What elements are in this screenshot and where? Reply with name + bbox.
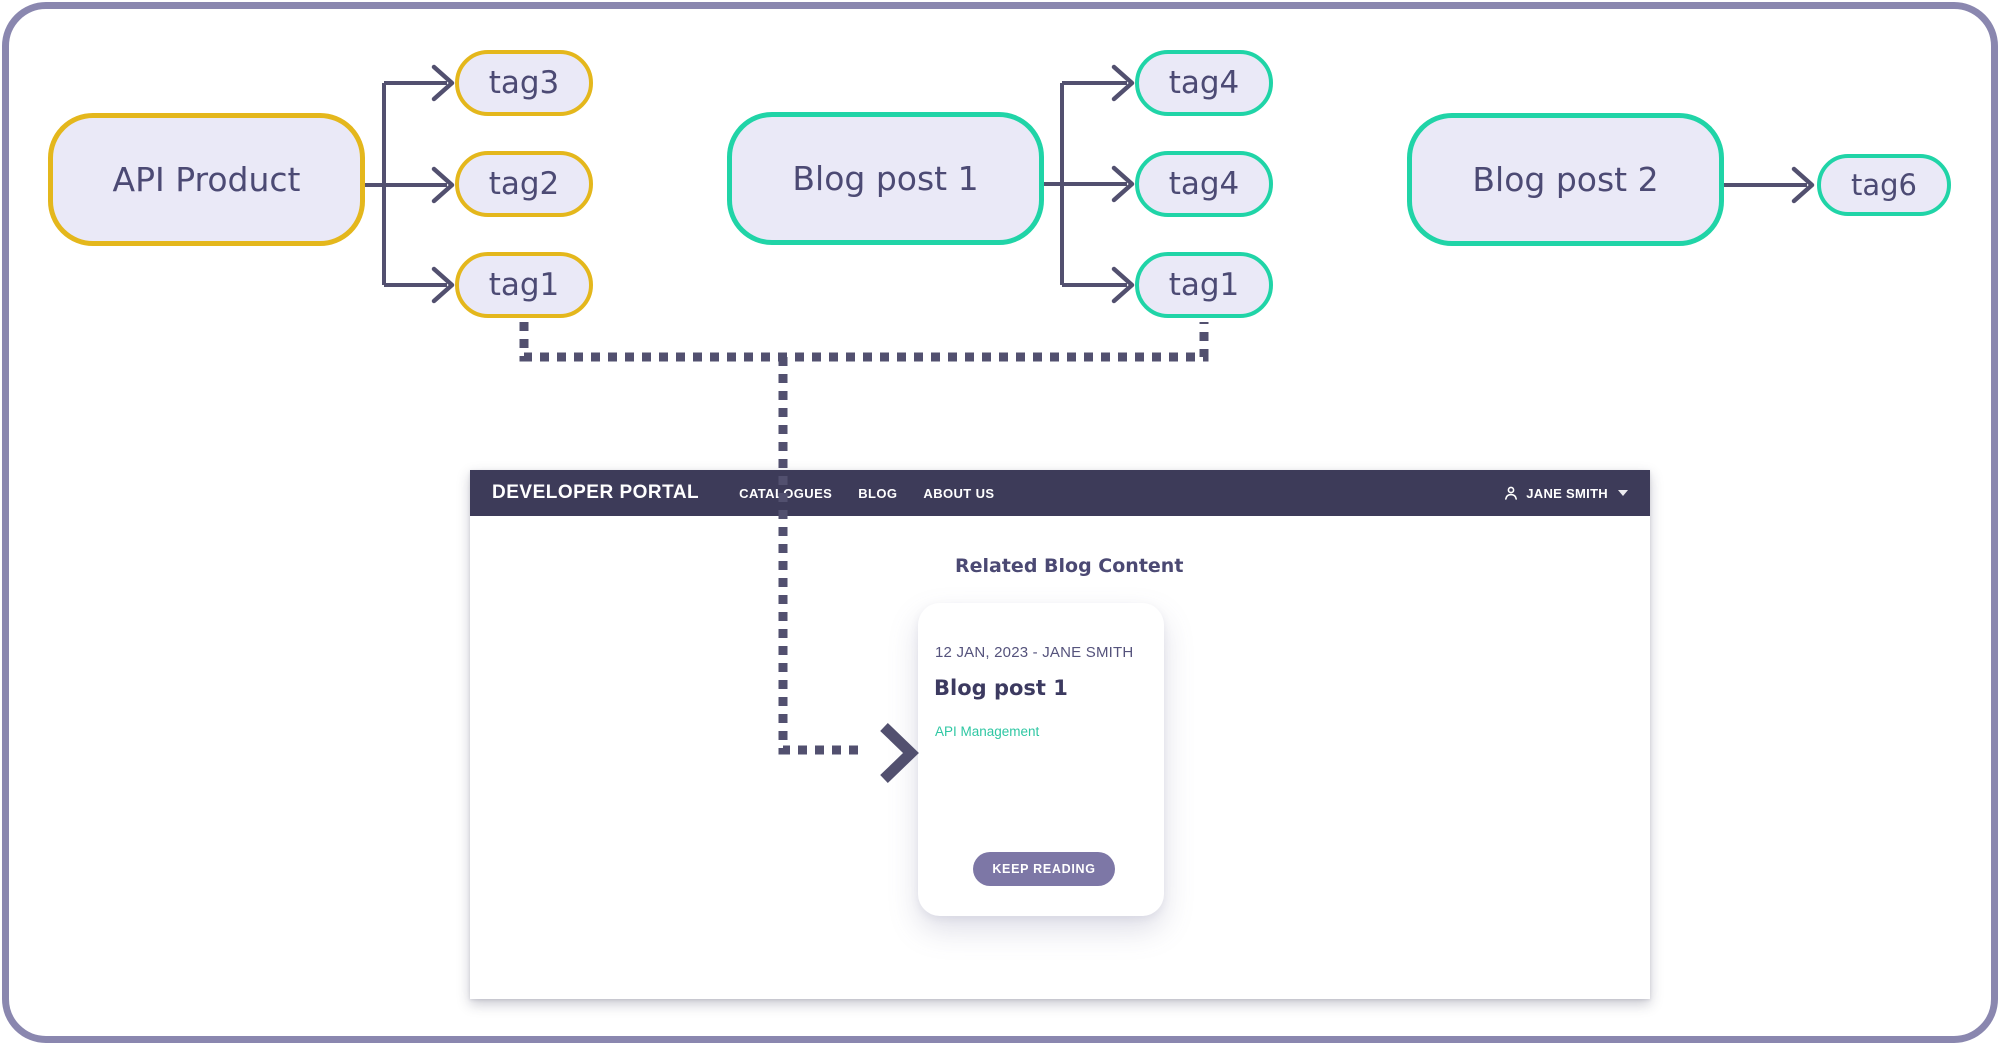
tag-label: tag6 [1850,168,1917,202]
node-blog-post-2: Blog post 2 [1407,113,1724,246]
solid-arrows-blog1 [1044,64,1135,304]
blog-card-meta: 12 JAN, 2023 - JANE SMITH [935,644,1134,661]
node-label: Blog post 1 [792,159,979,198]
developer-portal-window: DEVELOPER PORTAL CATALOGUES BLOG ABOUT U… [470,470,1650,999]
tag-label: tag2 [488,166,560,202]
product-tag-pill-3: tag1 [455,252,593,318]
portal-navbar: DEVELOPER PORTAL CATALOGUES BLOG ABOUT U… [470,470,1650,516]
portal-brand[interactable]: DEVELOPER PORTAL [492,482,700,503]
section-title: Related Blog Content [955,555,1184,577]
nav-item-about-us[interactable]: ABOUT US [923,485,995,501]
blog1-tag-pill-3: tag1 [1135,252,1273,318]
blog1-tag-pill-1: tag4 [1135,50,1273,116]
solid-arrow-blog2 [1724,166,1815,204]
node-label: API Product [112,160,301,199]
portal-nav: CATALOGUES BLOG ABOUT US [739,486,994,501]
keep-reading-button[interactable]: KEEP READING [973,852,1115,886]
tag-label: tag1 [1168,267,1240,303]
blog-card-tag-link[interactable]: API Management [935,724,1040,739]
product-tag-pill-2: tag2 [455,151,593,217]
blog1-tag-pill-2: tag4 [1135,151,1273,217]
tag-label: tag4 [1168,166,1240,202]
node-label: Blog post 2 [1472,160,1659,199]
user-menu[interactable]: JANE SMITH [1503,485,1628,501]
blog2-tag-pill-1: tag6 [1817,154,1951,216]
nav-item-catalogues[interactable]: CATALOGUES [739,485,833,501]
node-api-product: API Product [48,113,365,246]
tag-label: tag4 [1168,65,1240,101]
user-name: JANE SMITH [1526,485,1608,501]
product-tag-pill-1: tag3 [455,50,593,116]
caret-down-icon [1618,490,1628,496]
blog-card-title: Blog post 1 [934,676,1068,700]
nav-item-blog[interactable]: BLOG [858,485,898,501]
node-blog-post-1: Blog post 1 [727,112,1044,245]
solid-arrows-product [365,64,455,304]
user-icon [1505,486,1518,500]
tag-label: tag3 [488,65,560,101]
blog-card: 12 JAN, 2023 - JANE SMITH Blog post 1 AP… [918,603,1164,916]
tag-label: tag1 [488,267,560,303]
